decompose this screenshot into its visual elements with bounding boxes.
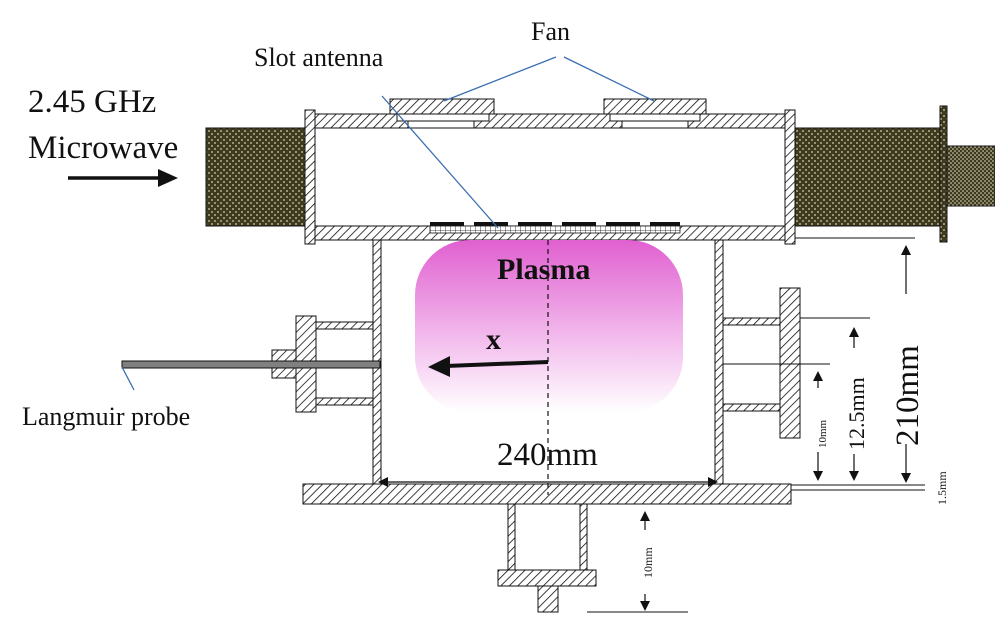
bottom-port-plug [537, 585, 559, 613]
left-port-lower-tube [315, 397, 374, 406]
x-direction-arrow [445, 360, 549, 368]
fan-leader-left [443, 56, 557, 102]
fan-right-slot-inner [621, 120, 689, 129]
bottom-port-left-wall [507, 503, 516, 571]
cavity-interior [314, 127, 786, 227]
slot-antenna-leader [381, 95, 499, 229]
right-waveguide [794, 127, 941, 227]
langmuir-probe-label: Langmuir probe [22, 402, 190, 431]
fan-right [603, 98, 707, 115]
fan-left-slot-inner [407, 120, 475, 129]
right-port-lower-tube [722, 403, 781, 412]
microwave-label: Microwave [28, 130, 178, 166]
fan-leader-right [563, 56, 655, 102]
end-connector [946, 145, 995, 207]
dim-12-5-label: 12.5mm [844, 377, 869, 450]
cavity-left-flange [304, 109, 316, 245]
plasma-region [415, 240, 683, 412]
right-port-upper-tube [722, 317, 781, 326]
bottom-port-flange [497, 569, 597, 587]
end-plate [939, 105, 948, 243]
dim-10-right-label: 10mm [817, 419, 829, 448]
microwave-arrowhead [158, 169, 178, 187]
width-dimension-label: 240mm [497, 437, 598, 473]
antenna-slots [430, 222, 680, 226]
height-dimension-label: 210mm [890, 345, 926, 446]
right-port-flange [779, 287, 801, 439]
slot-antenna-strip [429, 225, 681, 234]
microwave-frequency-label: 2.45 GHz [28, 84, 156, 120]
dim-10-bottom-label: 10mm [641, 547, 655, 578]
slot-antenna-label: Slot antenna [254, 43, 384, 72]
plasma-label: Plasma [497, 253, 590, 286]
x-axis-label: x [486, 323, 501, 356]
fan-label: Fan [531, 17, 570, 46]
bottom-flange [302, 483, 792, 505]
probe-leader [121, 366, 135, 391]
langmuir-probe-rod [121, 360, 381, 369]
bottom-port-right-wall [579, 503, 588, 571]
fan-left-slot [396, 113, 490, 122]
fan-right-slot [609, 113, 701, 122]
fan-left [389, 98, 495, 115]
dim-1-5-label: 1.5mm [935, 471, 949, 505]
cavity-right-flange [784, 109, 796, 245]
left-port-upper-tube [315, 321, 374, 330]
cavity-top-wall [314, 113, 786, 129]
x-arrowhead [428, 356, 450, 377]
chamber-right-wall [714, 239, 724, 485]
left-waveguide [205, 127, 307, 227]
